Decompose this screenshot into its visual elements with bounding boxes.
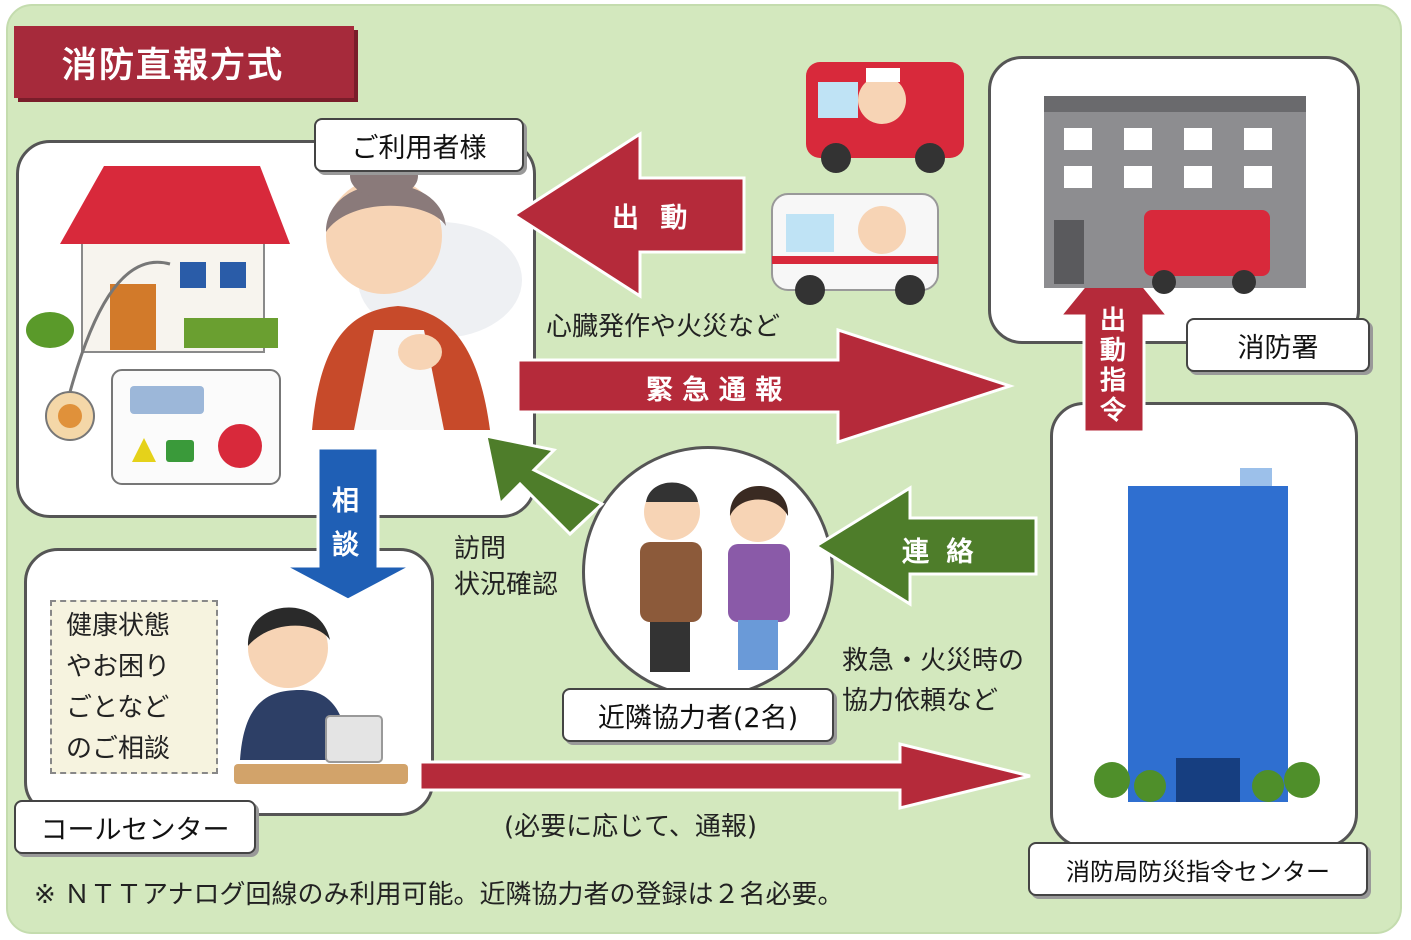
- dispatch-order-arrow-label: 出動指令: [1100, 306, 1127, 426]
- emergency-example-note: 心臓発作や火災など: [546, 312, 781, 342]
- consult-line-3: ごとなど: [66, 693, 170, 723]
- operator-illustration: [234, 607, 408, 784]
- neighbors-label: 近隣協力者(2名): [562, 688, 834, 742]
- call-center-report-arrow: [418, 742, 1031, 810]
- consult-arrow-label: 相談: [332, 486, 359, 561]
- page-title: 消防直報方式: [62, 45, 285, 86]
- request-note-line1: 救急・火災時の: [842, 646, 1025, 676]
- house-illustration: [26, 166, 290, 353]
- neighbors-circle: [582, 446, 834, 698]
- elderly-user-illustration: [312, 154, 522, 430]
- emergency-report-arrow: [516, 327, 1015, 445]
- visit-note-line1: 訪問: [454, 534, 507, 564]
- request-note-line2: 協力依頼など: [842, 686, 999, 716]
- visit-arrow: [484, 434, 605, 537]
- visit-note-line2: 状況確認: [454, 570, 559, 600]
- dispatch-arrow-label: 出 動: [612, 203, 694, 234]
- command-center-building-illustration: [1094, 468, 1320, 802]
- call-center-label: コールセンター: [14, 800, 256, 854]
- report-if-needed-note: (必要に応じて、通報): [504, 812, 757, 842]
- consult-line-2: やお困り: [66, 652, 171, 682]
- fire-station-illustration: [1044, 96, 1306, 294]
- command-center-label: 消防局防災指令センター: [1028, 842, 1368, 896]
- dispatch-arrow: [511, 131, 746, 299]
- emergency-report-arrow-label: 緊 急 通 報: [646, 375, 783, 406]
- consult-line-4: のご相談: [66, 734, 171, 764]
- title-banner: 消防直報方式: [14, 26, 354, 98]
- fire-engine-illustration: [806, 62, 964, 173]
- contact-arrow: [813, 485, 1038, 607]
- neighbors-illustration: [640, 482, 790, 672]
- emergency-terminal-illustration: [45, 260, 281, 485]
- consultation-topics-box: 健康状態 やお困り ごとなど のご相談: [50, 600, 218, 774]
- user-label: ご利用者様: [314, 118, 524, 172]
- consult-line-1: 健康状態: [66, 611, 171, 641]
- consult-arrow: [283, 446, 413, 602]
- fire-station-label: 消防署: [1186, 318, 1370, 372]
- contact-arrow-label: 連 絡: [902, 537, 978, 568]
- ambulance-illustration: [771, 193, 939, 305]
- footer-note: ※ ＮＴＴアナログ回線のみ利用可能。近隣協力者の登録は２名必要。: [34, 880, 844, 910]
